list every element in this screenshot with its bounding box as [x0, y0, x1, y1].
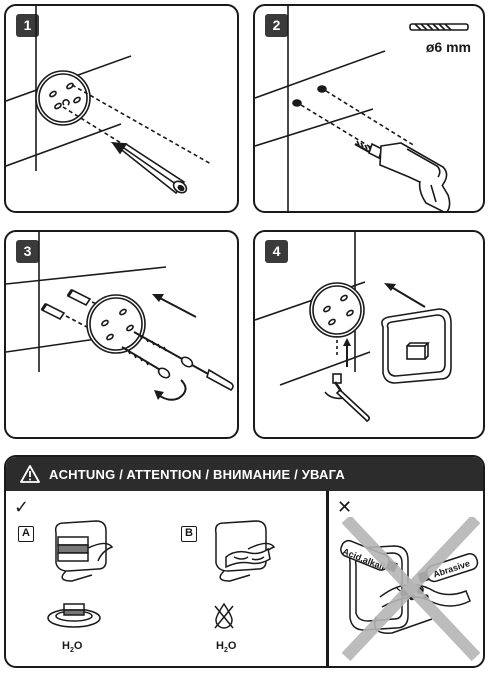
hook-with-cloth-illustration [214, 520, 276, 582]
step-2-panel: 2 ø6 mm [253, 4, 485, 213]
case-a-label: A [18, 526, 34, 542]
h2o-label-b: H2O [216, 640, 237, 655]
step-3-number: 3 [16, 240, 39, 263]
drill-size-label: ø6 mm [425, 39, 471, 55]
step-3-illustration [6, 232, 234, 401]
step-1-panel: 1 [4, 4, 239, 213]
warning-section: ACHTUNG / ATTENTION / ВНИМАНИЕ / УВАГА ✓… [4, 455, 485, 668]
no-water-icon [214, 602, 234, 629]
warning-triangle-icon [20, 465, 40, 483]
step-2-illustration [255, 6, 469, 211]
step-1-illustration [6, 6, 212, 195]
step-2-number: 2 [265, 14, 288, 37]
forbidden-cross-line-2 [341, 517, 481, 662]
hook-with-sponge-illustration [54, 520, 114, 582]
case-b-label: B [181, 526, 197, 542]
forbidden-cleaners-illustration: Acid,alkali Abrasive [340, 517, 481, 662]
step-3-panel: 3 [4, 230, 239, 439]
step-4-panel: 4 [253, 230, 485, 439]
h2o-label-a: H2O [62, 640, 83, 655]
step-1-number: 1 [16, 14, 39, 37]
water-bowl-sponge-illustration [47, 603, 101, 628]
warning-title: ACHTUNG / ATTENTION / ВНИМАНИЕ / УВАГА [49, 466, 345, 482]
check-mark-icon: ✓ [14, 497, 30, 518]
cross-mark-icon: ✕ [337, 497, 353, 518]
warning-header: ACHTUNG / ATTENTION / ВНИМАНИЕ / УВАГА [6, 457, 483, 491]
section-divider [326, 491, 329, 666]
step-4-illustration [255, 232, 452, 422]
step-4-number: 4 [265, 240, 288, 263]
